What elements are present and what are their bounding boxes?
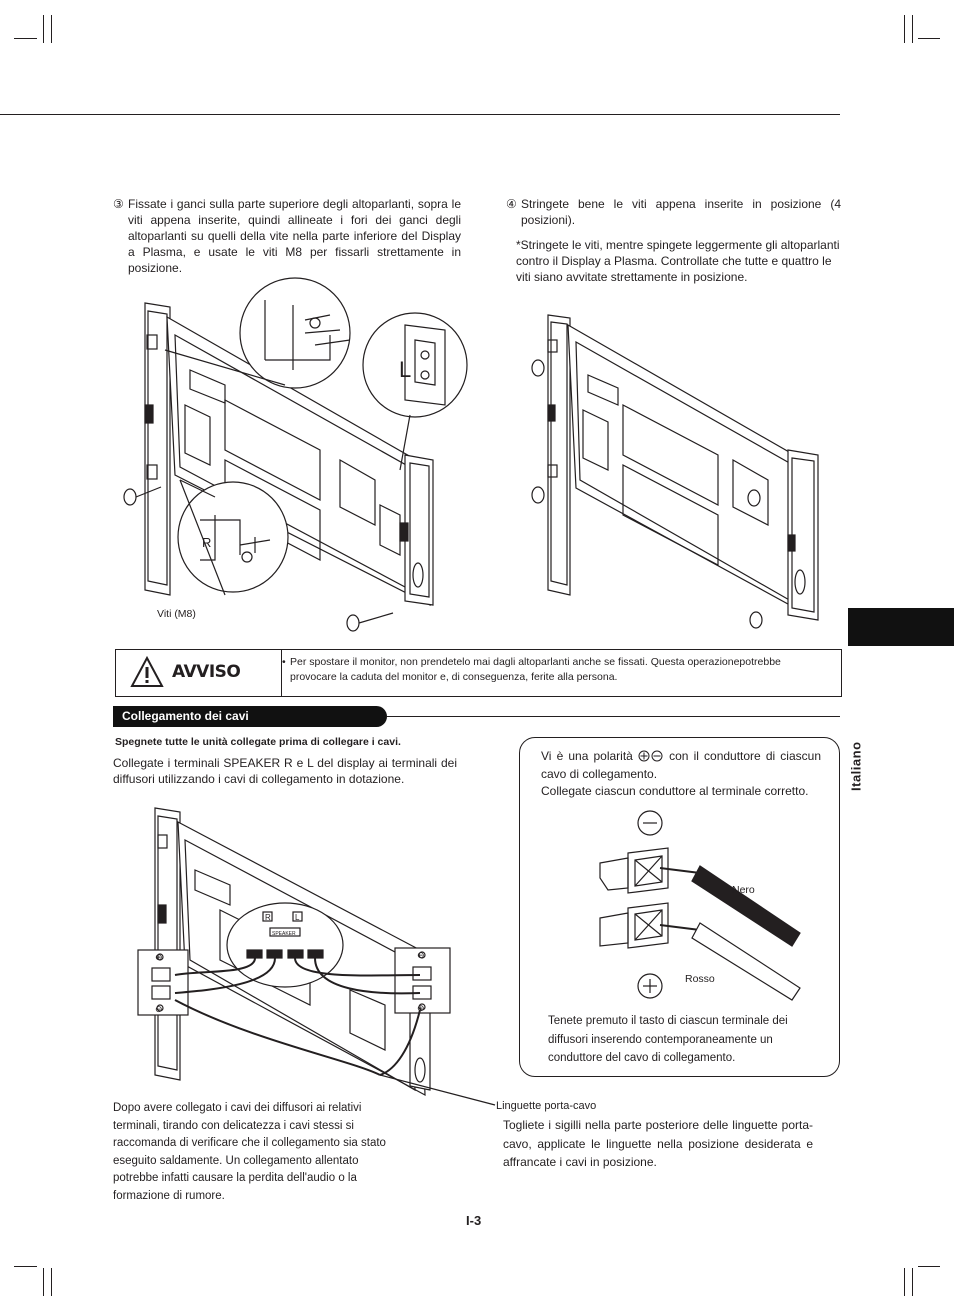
warning-icon: [130, 655, 164, 687]
terminal-R-label: R: [265, 913, 271, 922]
figure-label-R: R: [202, 535, 211, 550]
plus-minus-icon: [638, 750, 663, 762]
polarity-text-1b: con il conduttore di ciascun cavo di col…: [541, 749, 821, 781]
language-label: Italiano: [848, 741, 864, 791]
black-wire-label: Nero: [732, 884, 755, 896]
section-rule: [387, 716, 840, 717]
cable-tie-title: Linguette porta-cavo: [496, 1100, 597, 1112]
step-3-marker: ③: [113, 197, 124, 211]
screws-label: Viti (M8): [157, 608, 196, 620]
right-minus-symbol: ⊖: [417, 951, 425, 961]
polarity-note-box: Vi è una polarità con il conduttore di c…: [519, 737, 840, 1077]
speaker-terminal-label: SPEAKER: [272, 931, 296, 937]
section-intro: Collegate i terminali SPEAKER R e L del …: [113, 756, 457, 786]
cable-tie-text: Togliete i sigilli nella parte posterior…: [503, 1118, 813, 1169]
step-4-text: Stringete bene le viti appena inserite i…: [521, 197, 841, 227]
warning-bullet: •: [282, 656, 286, 668]
warning-body: Per spostare il monitor, non prendetelo …: [290, 656, 781, 683]
warning-header: AVVISO: [116, 650, 282, 696]
polarity-text-1a: Vi è una polarità: [541, 749, 633, 763]
section-bold-note: Spegnete tutte le unità collegate prima …: [115, 736, 401, 748]
header-rule: [0, 114, 840, 115]
step-3: ③ Fissate i ganci sulla parte superiore …: [113, 196, 461, 276]
speaker-mounting-illustration: L R: [123, 277, 468, 632]
right-plus-symbol: ⊕: [417, 1004, 425, 1014]
step-4-note: *Stringete le viti, mentre spingete legg…: [516, 238, 840, 284]
red-wire-label: Rosso: [685, 973, 715, 985]
polarity-text-3: Tenete premuto il tasto di ciascun termi…: [548, 1015, 788, 1064]
left-plus-symbol: ⊕: [155, 953, 163, 963]
left-minus-symbol: ⊖: [155, 1005, 163, 1015]
section-title: Collegamento dei cavi: [113, 706, 387, 727]
polarity-text-2: Collegate ciascun conduttore al terminal…: [541, 784, 809, 798]
figure-label-L: L: [399, 357, 411, 382]
page-number: I-3: [466, 1213, 482, 1228]
step-4: ④ Stringete bene le viti appena inserite…: [506, 196, 841, 285]
polarity-text-1: Vi è una polarità con il conduttore di c…: [541, 748, 821, 783]
step-3-text: Fissate i ganci sulla parte superiore de…: [128, 197, 461, 275]
language-tab: [848, 608, 954, 646]
terminal-L-label: L: [295, 913, 300, 922]
warning-title: AVVISO: [172, 662, 241, 682]
warning-text: • Per spostare il monitor, non prendetel…: [282, 655, 830, 685]
warning-box: AVVISO • Per spostare il monitor, non pr…: [115, 649, 842, 697]
after-connect-text: Dopo avere collegato i cavi dei diffusor…: [113, 1102, 386, 1202]
screw-tightening-illustration: [531, 314, 819, 629]
cable-connection-illustration: R L SPEAKER ⊕ ⊖ ⊖ ⊕: [137, 807, 496, 1106]
terminal-closeup-illustration: [599, 810, 801, 1001]
step-4-marker: ④: [506, 197, 517, 211]
